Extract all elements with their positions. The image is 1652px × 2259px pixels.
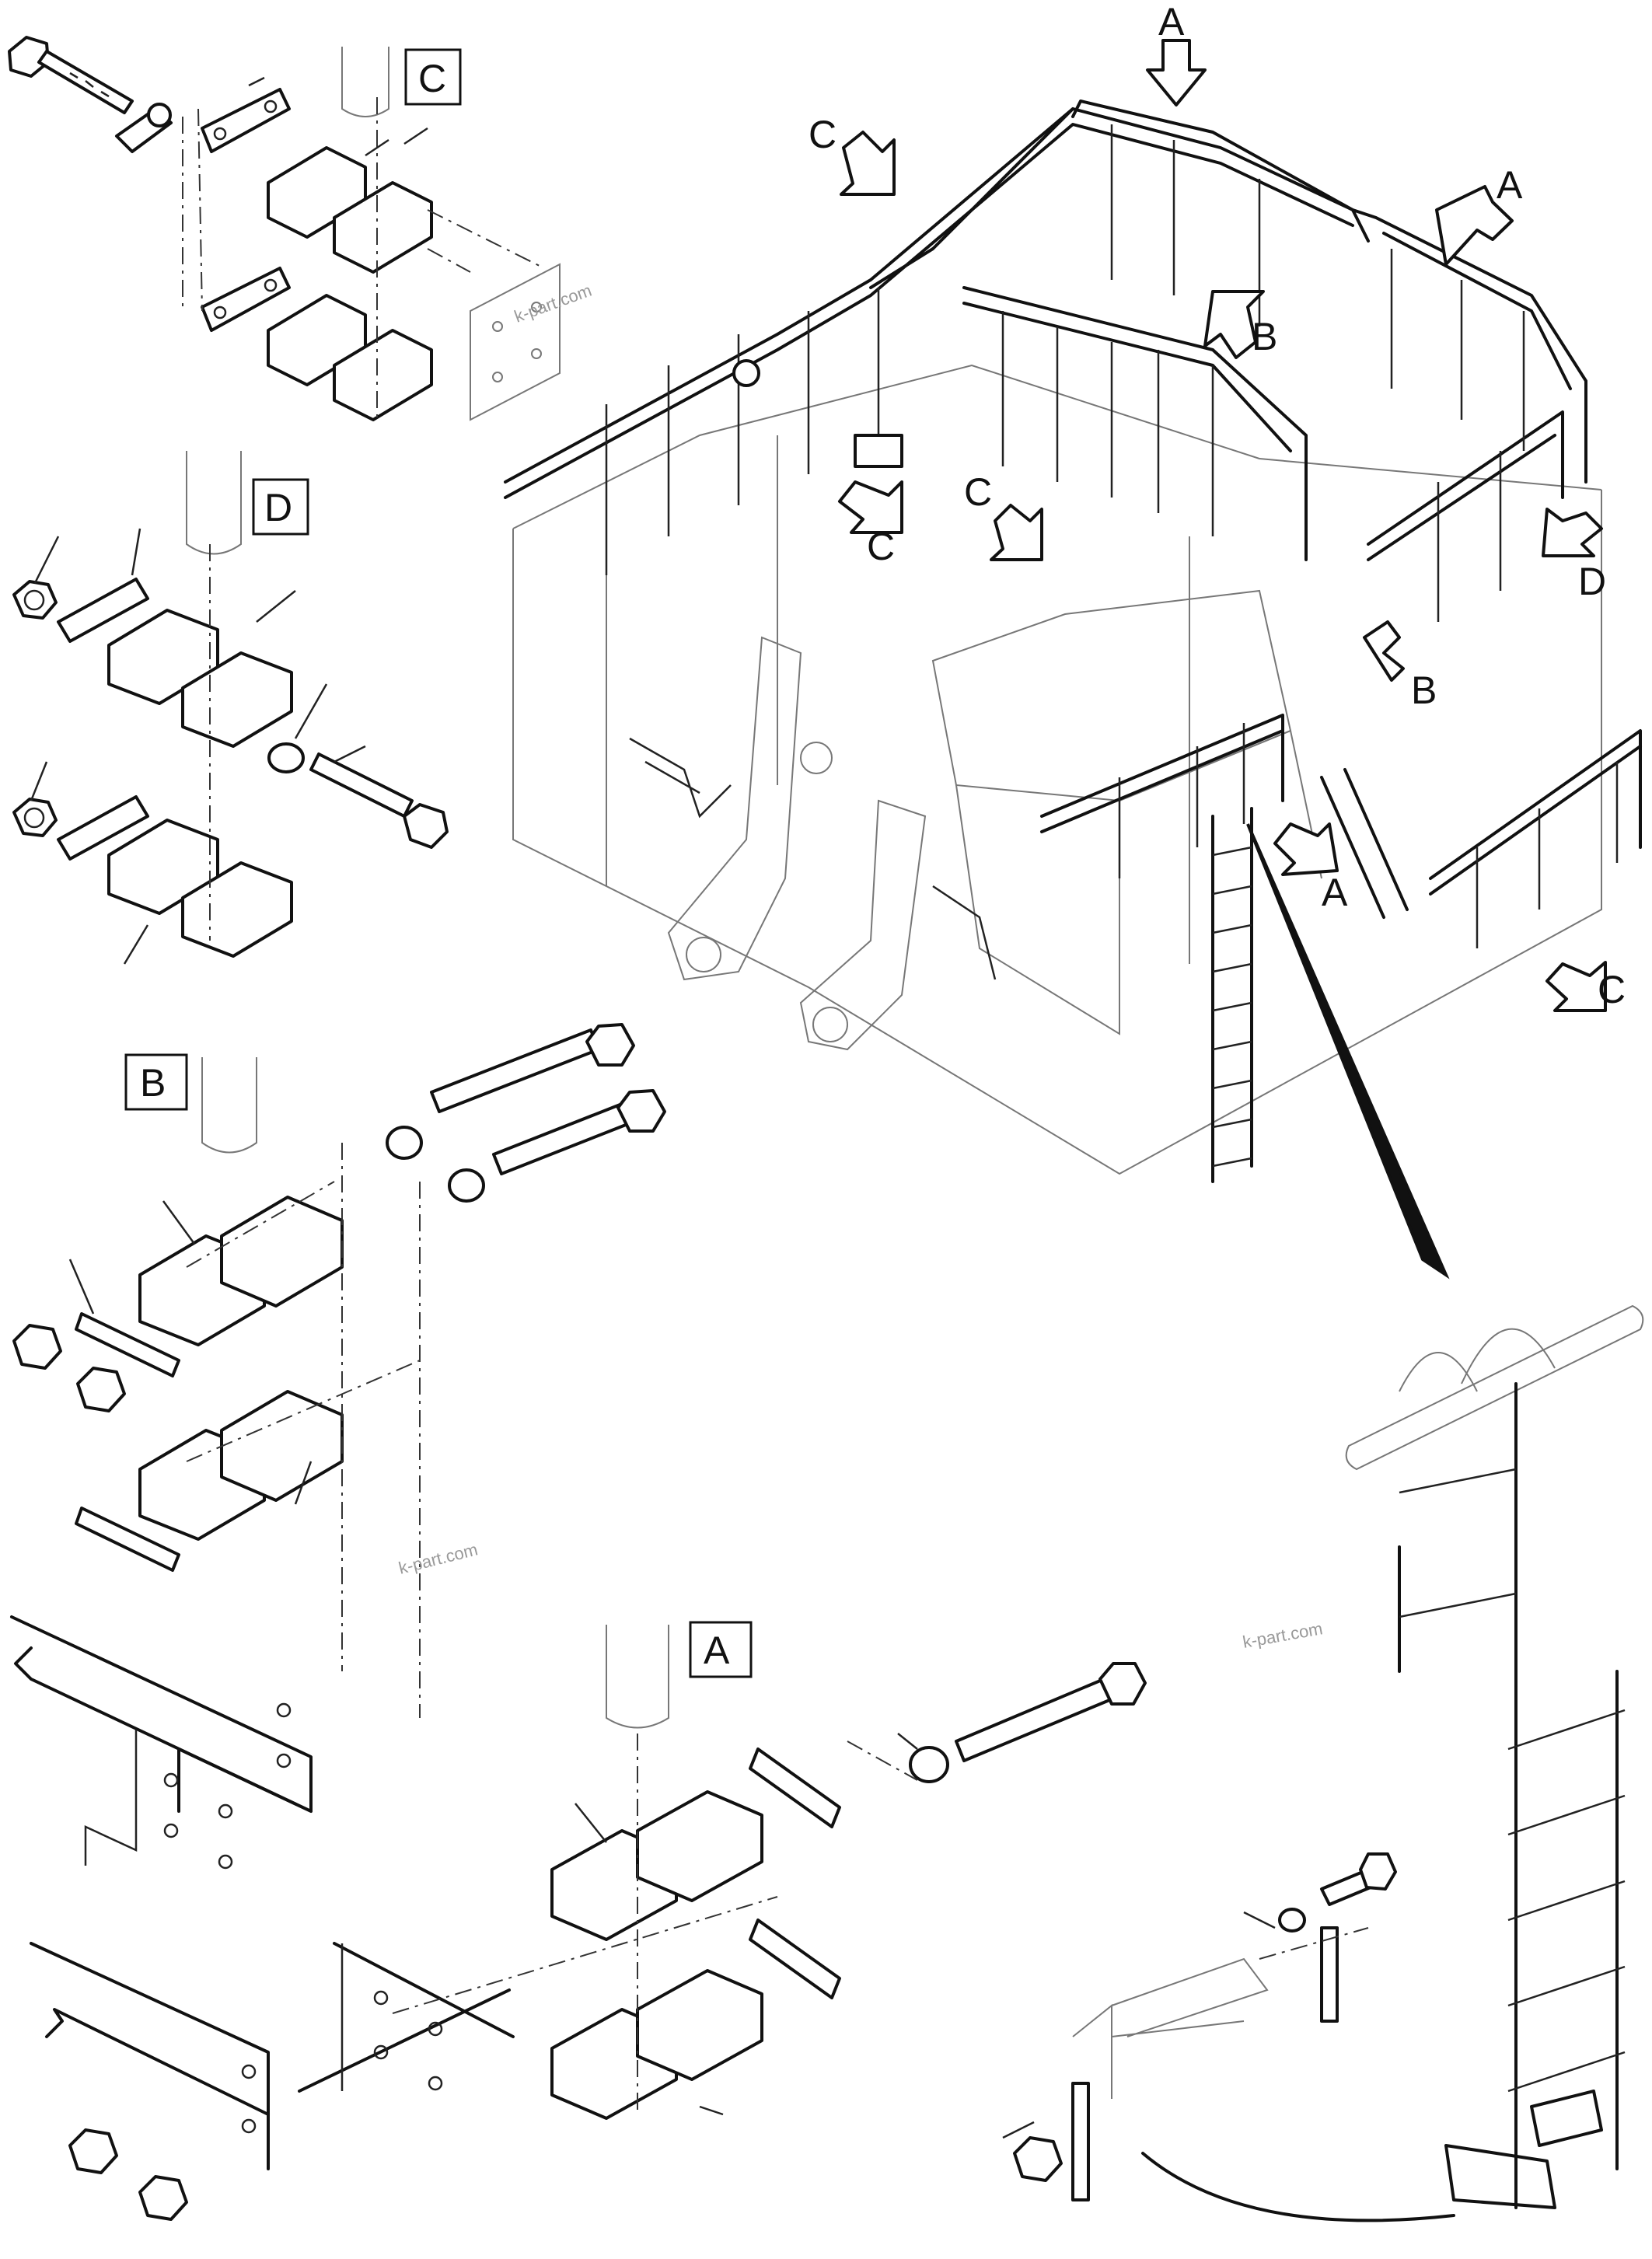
ladder-detail: k-part.com bbox=[1002, 1304, 1644, 2222]
callout-b-mid: B bbox=[1252, 315, 1277, 358]
arrow-c-bottom bbox=[1545, 961, 1607, 1012]
detail-c: C k-part.com bbox=[8, 36, 594, 421]
arrow-a-right bbox=[1435, 185, 1514, 266]
callout-c-bottom: C bbox=[1598, 968, 1626, 1011]
detail-a: A bbox=[30, 1621, 1147, 2221]
detail-a-box bbox=[689, 1621, 753, 1678]
detail-a-label: A bbox=[704, 1629, 730, 1672]
callout-c-center: C bbox=[964, 470, 992, 514]
arrow-b-right bbox=[1363, 620, 1405, 682]
callout-d-right: D bbox=[1578, 560, 1606, 603]
callout-a-top: A bbox=[1158, 0, 1185, 44]
detail-c-box bbox=[404, 48, 462, 106]
callout-c-mid: C bbox=[867, 525, 895, 568]
callout-a-low: A bbox=[1322, 871, 1348, 914]
arrow-a-right-low bbox=[1273, 822, 1339, 876]
callout-labels: A C A B C C D B A C bbox=[809, 0, 1626, 1011]
watermark-2: k-part.com bbox=[396, 1539, 480, 1577]
watermark-3: k-part.com bbox=[1242, 1618, 1325, 1652]
detail-d-label: D bbox=[264, 486, 292, 529]
detail-b: B k-part.com bbox=[10, 1023, 666, 1870]
detail-c-label: C bbox=[418, 57, 446, 100]
arrow-c-center bbox=[990, 504, 1043, 561]
callout-b-right: B bbox=[1411, 669, 1437, 712]
callout-c-top: C bbox=[809, 113, 836, 156]
detail-d: D bbox=[12, 451, 449, 965]
arrow-a-top bbox=[1146, 39, 1207, 106]
callout-arrows bbox=[838, 39, 1607, 1012]
arrow-b-mid bbox=[1203, 290, 1265, 359]
callout-a-right: A bbox=[1497, 163, 1523, 207]
detail-b-label: B bbox=[140, 1061, 166, 1105]
arrow-c-mid bbox=[838, 480, 903, 534]
arrow-c-top bbox=[840, 131, 896, 196]
watermark-1: k-part.com bbox=[512, 281, 594, 326]
arrow-d-right bbox=[1542, 508, 1603, 557]
main-frame-assembly bbox=[504, 100, 1642, 1280]
detail-b-box bbox=[124, 1053, 188, 1111]
detail-d-box bbox=[252, 478, 309, 536]
